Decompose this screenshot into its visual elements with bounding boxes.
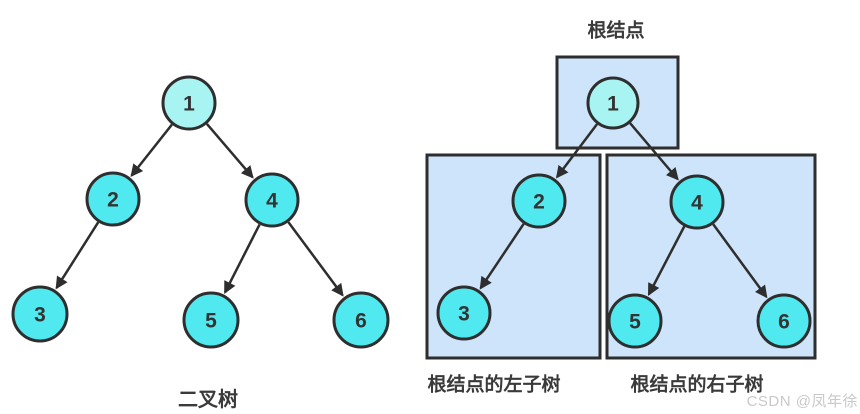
- tree-decomposition-node-4-label: 4: [691, 192, 703, 215]
- binary-tree-node-3-label: 3: [34, 304, 46, 327]
- edge-node-2-to-node-3: [55, 221, 100, 290]
- root-box-label: 根结点: [587, 19, 644, 42]
- binary-tree-node-5: [182, 291, 240, 349]
- left-subtree-box-label: 根结点的左子树: [427, 373, 560, 396]
- tree-decomposition-node-5-label: 5: [629, 311, 641, 334]
- tree-decomposition-node-1-label: 1: [607, 93, 619, 116]
- tree-decomposition-node-3: [436, 285, 492, 341]
- edge-node-4-to-node-5: [223, 223, 261, 295]
- binary-tree-node-3: [11, 285, 69, 343]
- tree-decomposition-node-1: [586, 76, 640, 130]
- tree-decomposition-node-4: [669, 174, 725, 230]
- right-subtree-box-label: 根结点的右子树: [630, 373, 763, 396]
- csdn-watermark: CSDN @凤年徐: [746, 393, 858, 410]
- edge-node-1-to-node-2: [130, 123, 173, 177]
- edge-node-1-to-node-4: [629, 122, 679, 181]
- binary-tree-node-6: [332, 291, 390, 349]
- binary-tree-node-6-label: 6: [355, 310, 367, 333]
- edge-node-2-to-node-3: [479, 223, 525, 290]
- binary-tree-node-5-label: 5: [205, 310, 217, 333]
- edge-node-4-to-node-5: [647, 225, 686, 297]
- binary-tree-node-1-label: 1: [183, 93, 195, 116]
- tree-decomposition-node-3-label: 3: [458, 303, 470, 326]
- edge-node-4-to-node-6: [287, 221, 344, 297]
- tree-decomposition-node-2: [511, 173, 567, 229]
- edge-node-1-to-node-2: [555, 123, 599, 179]
- binary-tree-node-4: [244, 172, 300, 228]
- binary-tree-node-1: [161, 75, 217, 131]
- binary-tree-node-2: [85, 171, 141, 227]
- edge-node-1-to-node-4: [205, 123, 254, 179]
- tree-decomposition-node-6: [756, 293, 812, 349]
- binary-tree-node-2-label: 2: [107, 189, 119, 212]
- binary-tree-node-4-label: 4: [266, 190, 278, 213]
- binary-tree-caption: 二叉树: [178, 388, 238, 411]
- tree-decomposition-node-5: [607, 293, 663, 349]
- tree-decomposition-node-6-label: 6: [778, 311, 790, 334]
- binary-tree-diagram: 1 2 4 3 5 6 二叉树: [11, 75, 390, 411]
- edge-node-4-to-node-6: [712, 223, 768, 299]
- tree-decomposition-node-2-label: 2: [533, 191, 545, 214]
